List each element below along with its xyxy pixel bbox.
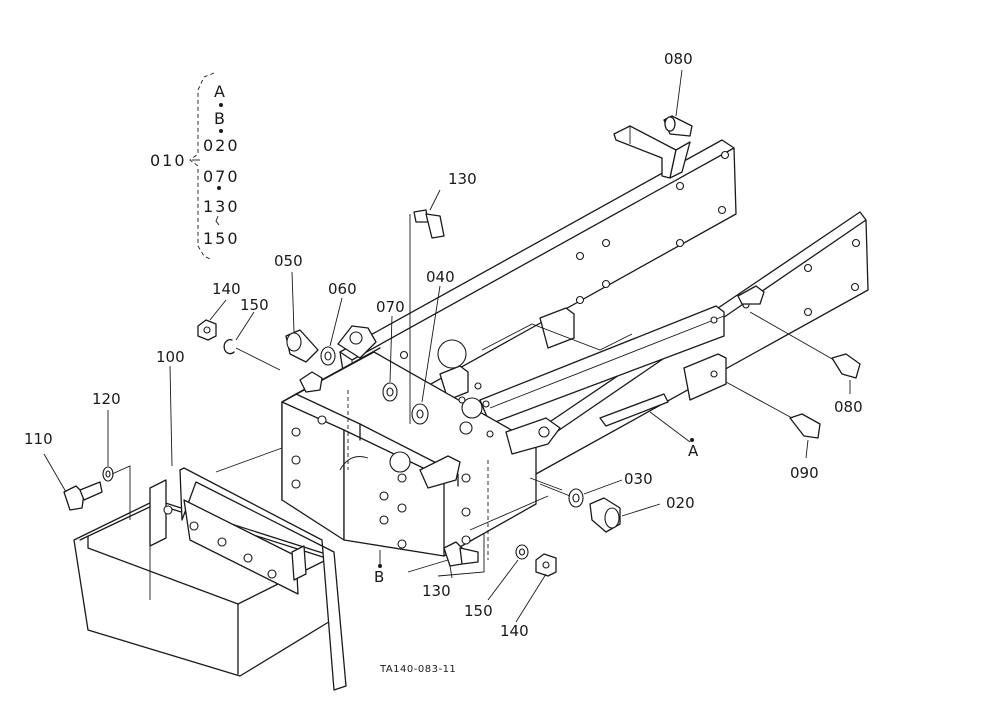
bolt-090 <box>725 381 821 439</box>
bolt-050 <box>285 329 319 363</box>
hitch-bracket <box>505 417 561 455</box>
callout-label: 100 <box>156 348 185 366</box>
bolt-080-right <box>749 311 861 379</box>
group-bracket <box>189 72 223 261</box>
bushing-070 <box>382 382 398 402</box>
view-marker-a: A <box>688 442 699 460</box>
front-mount-block <box>281 325 537 560</box>
washer-150-lower <box>515 544 529 560</box>
group-member-label: A <box>214 82 227 101</box>
callout-label: 140 <box>500 622 529 640</box>
group-label: 010 <box>150 151 187 170</box>
view-marker-b: B <box>374 568 384 586</box>
washer-150-left <box>223 339 281 371</box>
callout-label: 150 <box>240 296 269 314</box>
callout-label: 050 <box>274 252 303 270</box>
callout-label: 070 <box>376 298 405 316</box>
callout-label: 090 <box>790 464 819 482</box>
bushing-020 <box>589 497 621 533</box>
callout-label: 120 <box>92 390 121 408</box>
group-member-label: B <box>214 109 227 128</box>
callout-label: 130 <box>448 170 477 188</box>
step-box <box>73 467 347 691</box>
group-member-label: 070 <box>203 167 240 186</box>
callout-label: 060 <box>328 280 357 298</box>
rail-end-bracket <box>613 125 691 179</box>
callout-label: 140 <box>212 280 241 298</box>
callout-label: 130 <box>422 582 451 600</box>
group-member-label: 150 <box>203 229 240 248</box>
bolt-130-lower <box>443 541 479 567</box>
nut-140-lower <box>535 553 557 577</box>
group-member-label: 020 <box>203 136 240 155</box>
bolt-130-top <box>409 209 445 424</box>
callout-label: 080 <box>834 398 863 416</box>
view-marker-dot <box>690 438 694 442</box>
washer-120 <box>102 465 131 520</box>
nut-140-left <box>197 319 217 341</box>
leader-lines <box>43 69 851 623</box>
callout-label: 150 <box>464 602 493 620</box>
callout-label: 080 <box>664 50 693 68</box>
bolt-110 <box>63 481 103 511</box>
washer-060 <box>320 346 336 366</box>
view-marker-dot <box>378 564 382 568</box>
cross-member <box>439 307 633 401</box>
washer-030 <box>539 483 584 508</box>
nut-040 <box>411 403 429 425</box>
callout-label: 110 <box>24 430 53 448</box>
callout-label: 040 <box>426 268 455 286</box>
callout-label: 020 <box>666 494 695 512</box>
callout-label: 030 <box>624 470 653 488</box>
assembly-guides <box>215 447 563 577</box>
bolt-080-top <box>663 115 693 137</box>
group-member-label: 130 <box>203 197 240 216</box>
figure-reference-code: TA140-083-11 <box>379 664 456 675</box>
